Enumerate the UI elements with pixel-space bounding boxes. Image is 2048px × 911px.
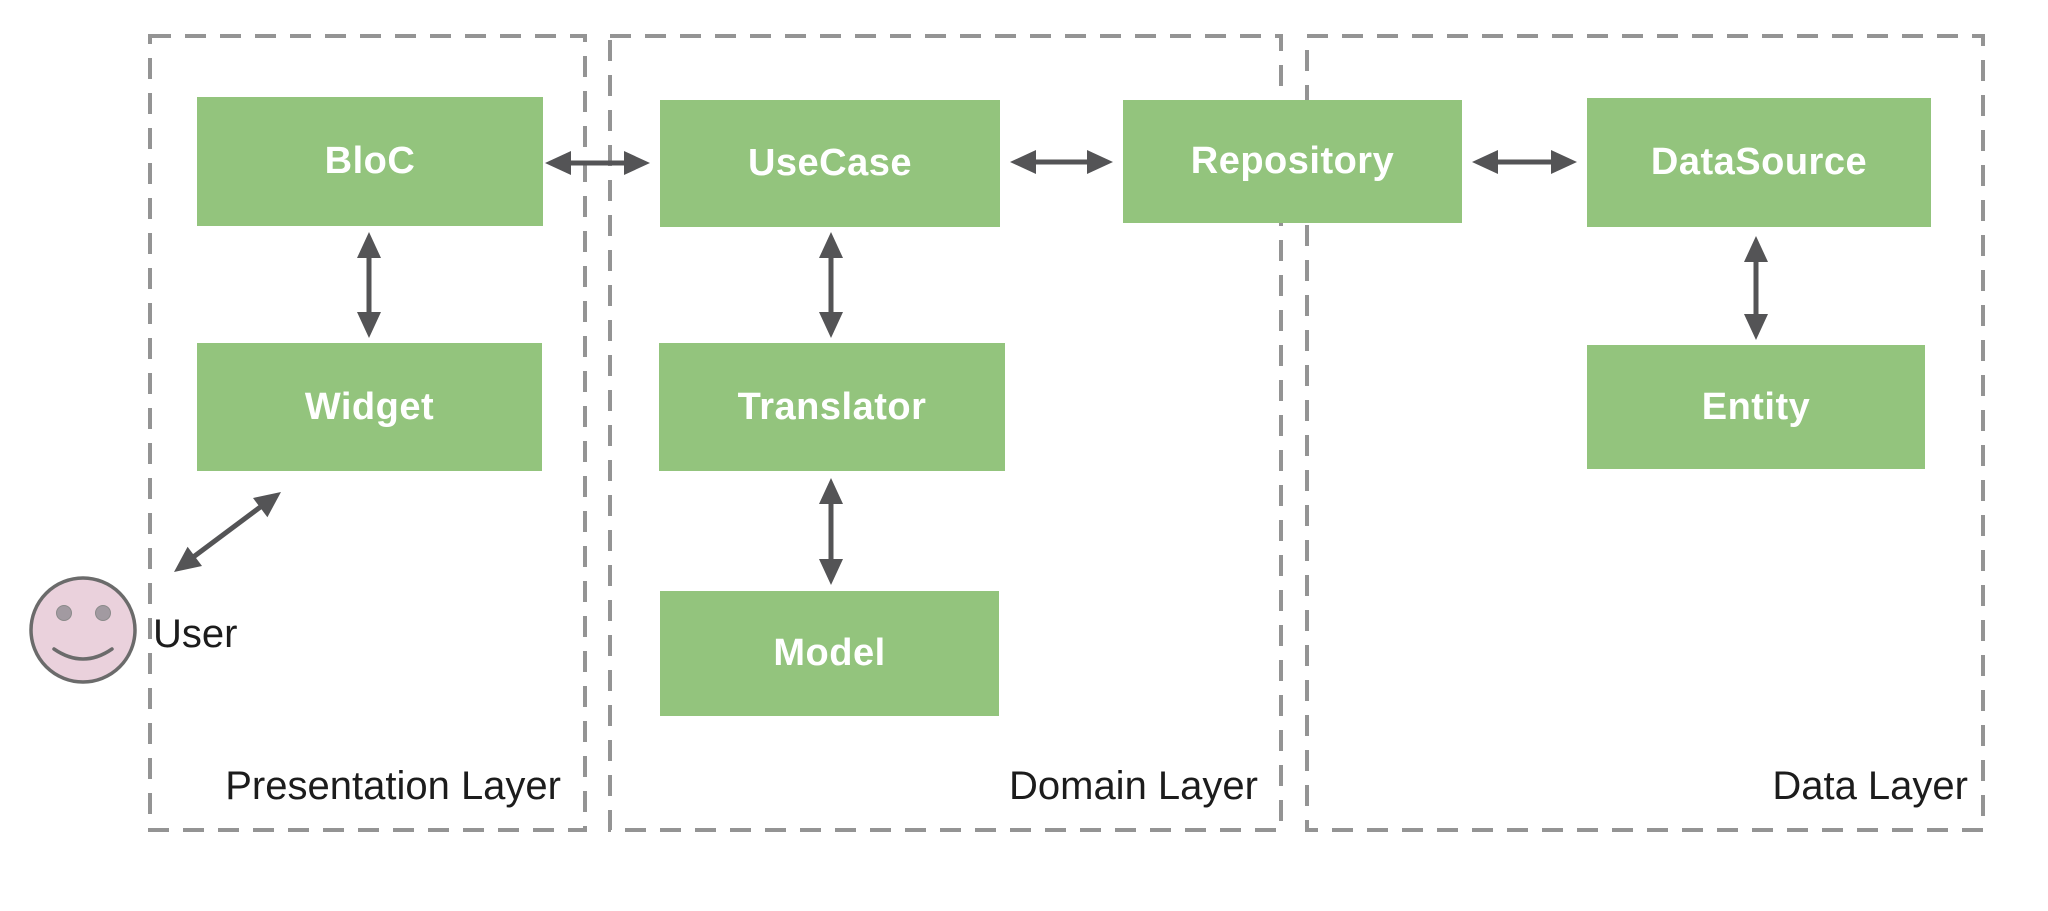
node-bloc: BloC: [197, 97, 543, 226]
node-model: Model: [660, 591, 999, 716]
node-repository: Repository: [1123, 100, 1462, 223]
presentation-layer-label: Presentation Layer: [225, 764, 561, 808]
arrow-bloc-usecase: [545, 151, 650, 175]
arrow-datasource-entity: [1744, 236, 1768, 340]
arrow-usecase-repository: [1010, 150, 1113, 174]
data-layer-label: Data Layer: [1772, 764, 1968, 808]
arrow-translator-model: [819, 478, 843, 585]
presentation-layer-border: [148, 34, 587, 832]
arrow-bloc-widget: [357, 232, 381, 338]
node-widget: Widget: [197, 343, 542, 471]
arrow-usecase-translator: [819, 232, 843, 338]
arrow-repository-datasource: [1472, 150, 1577, 174]
node-usecase: UseCase: [660, 100, 1000, 227]
domain-layer-border: [608, 34, 1283, 832]
node-translator: Translator: [659, 343, 1005, 471]
arrow-user-widget: [174, 492, 281, 572]
domain-layer-label: Domain Layer: [1008, 764, 1258, 808]
node-entity: Entity: [1587, 345, 1925, 469]
user-smiley-face-icon: [29, 576, 137, 684]
user-actor-label: User: [153, 612, 238, 656]
node-datasource: DataSource: [1587, 98, 1931, 227]
